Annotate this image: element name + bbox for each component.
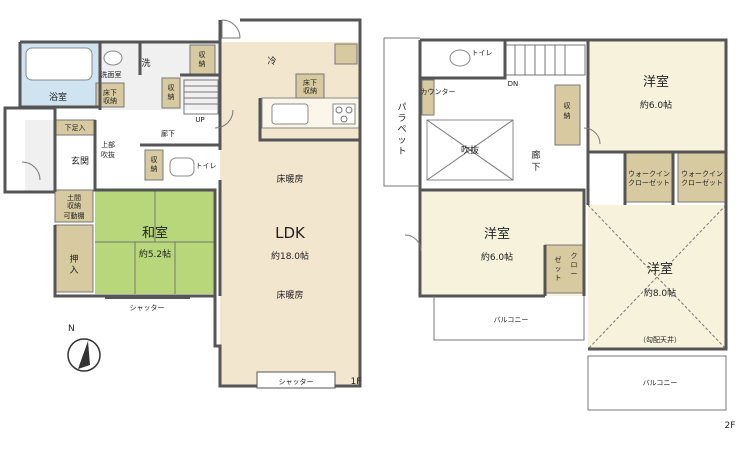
room-ne-label: 洋室: [643, 74, 669, 90]
storage-label-3: 収納: [151, 156, 158, 173]
balcony-right-label: バルコニー: [643, 379, 678, 387]
room-ne-size: 約6.0帖: [640, 99, 672, 111]
underfloor-storage-2: 床下収納: [303, 78, 317, 95]
doma-storage-label: 土間収納: [67, 193, 81, 210]
tatami-lines: [95, 190, 215, 294]
hall-label-2: 廊下: [531, 149, 540, 173]
storage-label-2f: 収納: [564, 102, 571, 120]
storage-label-1: 収納: [199, 51, 206, 68]
shutter-left-label: シャッター: [130, 303, 165, 312]
movable-shelf-label: 可動棚: [64, 211, 85, 220]
stairs-1f: [183, 79, 219, 115]
bath-label: 浴室: [49, 91, 67, 103]
stairs-2f: [504, 44, 586, 76]
shutter-bottom-label: シャッター: [279, 377, 314, 386]
ldk-fill: [220, 42, 360, 386]
floor-heating-2: 床暖房: [276, 289, 303, 301]
upper-void-label: 上部吹抜: [101, 140, 115, 159]
dn-label: DN: [508, 80, 519, 88]
room-sw-size: 約6.0帖: [481, 251, 513, 263]
oshiire-fill: [54, 224, 94, 293]
void-label: 吹抜: [461, 144, 479, 156]
room-se-label: 洋室: [647, 261, 673, 277]
room-se-size: 約8.0帖: [644, 287, 676, 299]
washitsu-label: 和室: [142, 225, 168, 241]
geta-label: 下足入: [65, 124, 86, 132]
washitsu-size: 約5.2帖: [139, 248, 171, 260]
room-se-fill: [588, 205, 726, 349]
room-ne-fill: [588, 40, 726, 152]
balcony-left-label: バルコニー: [494, 316, 529, 324]
floor-1: 浴室 洗 洗面室 床下収納 収納 収納 収納 冷 床下収納 下足入 上部吹抜 玄…: [3, 18, 362, 389]
svg-text:クロー: クロー: [571, 252, 578, 278]
walkin-closet-1: ウォークインクローゼット: [628, 170, 670, 187]
floor1-label: 1F: [351, 377, 362, 387]
doma-storage: [54, 189, 94, 223]
sloped-ceiling-label: （勾配天井）: [639, 335, 681, 344]
hall-label-1: 廊下: [161, 129, 175, 138]
closet-label: ゼット: [555, 255, 562, 282]
ldk-size: 約18.0帖: [271, 250, 309, 262]
floor-heating-1: 床暖房: [276, 173, 303, 185]
entrance-label: 玄関: [71, 155, 89, 167]
room-sw-label: 洋室: [484, 226, 510, 242]
fridge-label: 冷: [267, 55, 276, 67]
washroom-label: 洗面室: [101, 70, 122, 79]
floor-2: トイレ カウンター DN パラペット 吹抜 廊下 収納 洋室 約6.0帖 ウォー…: [383, 37, 736, 431]
storage-label-2: 収納: [168, 84, 175, 101]
counter-label-2: カウンター: [421, 87, 456, 96]
parapet-label: パラペット: [397, 102, 406, 157]
ldk-label: LDK: [275, 224, 306, 242]
compass: N: [67, 324, 101, 372]
oshiire-label: 押入: [69, 253, 78, 276]
toilet-label-1: トイレ: [196, 162, 217, 170]
underfloor-storage-1: 床下収納: [103, 88, 117, 105]
up-label: UP: [195, 116, 204, 124]
floor2-label: 2F: [725, 421, 736, 431]
toilet-label-2: トイレ: [472, 49, 493, 57]
wash-label: 洗: [141, 57, 150, 69]
walkin-closet-2: ウォークインクローゼット: [681, 170, 723, 187]
compass-north-label: N: [68, 324, 75, 334]
